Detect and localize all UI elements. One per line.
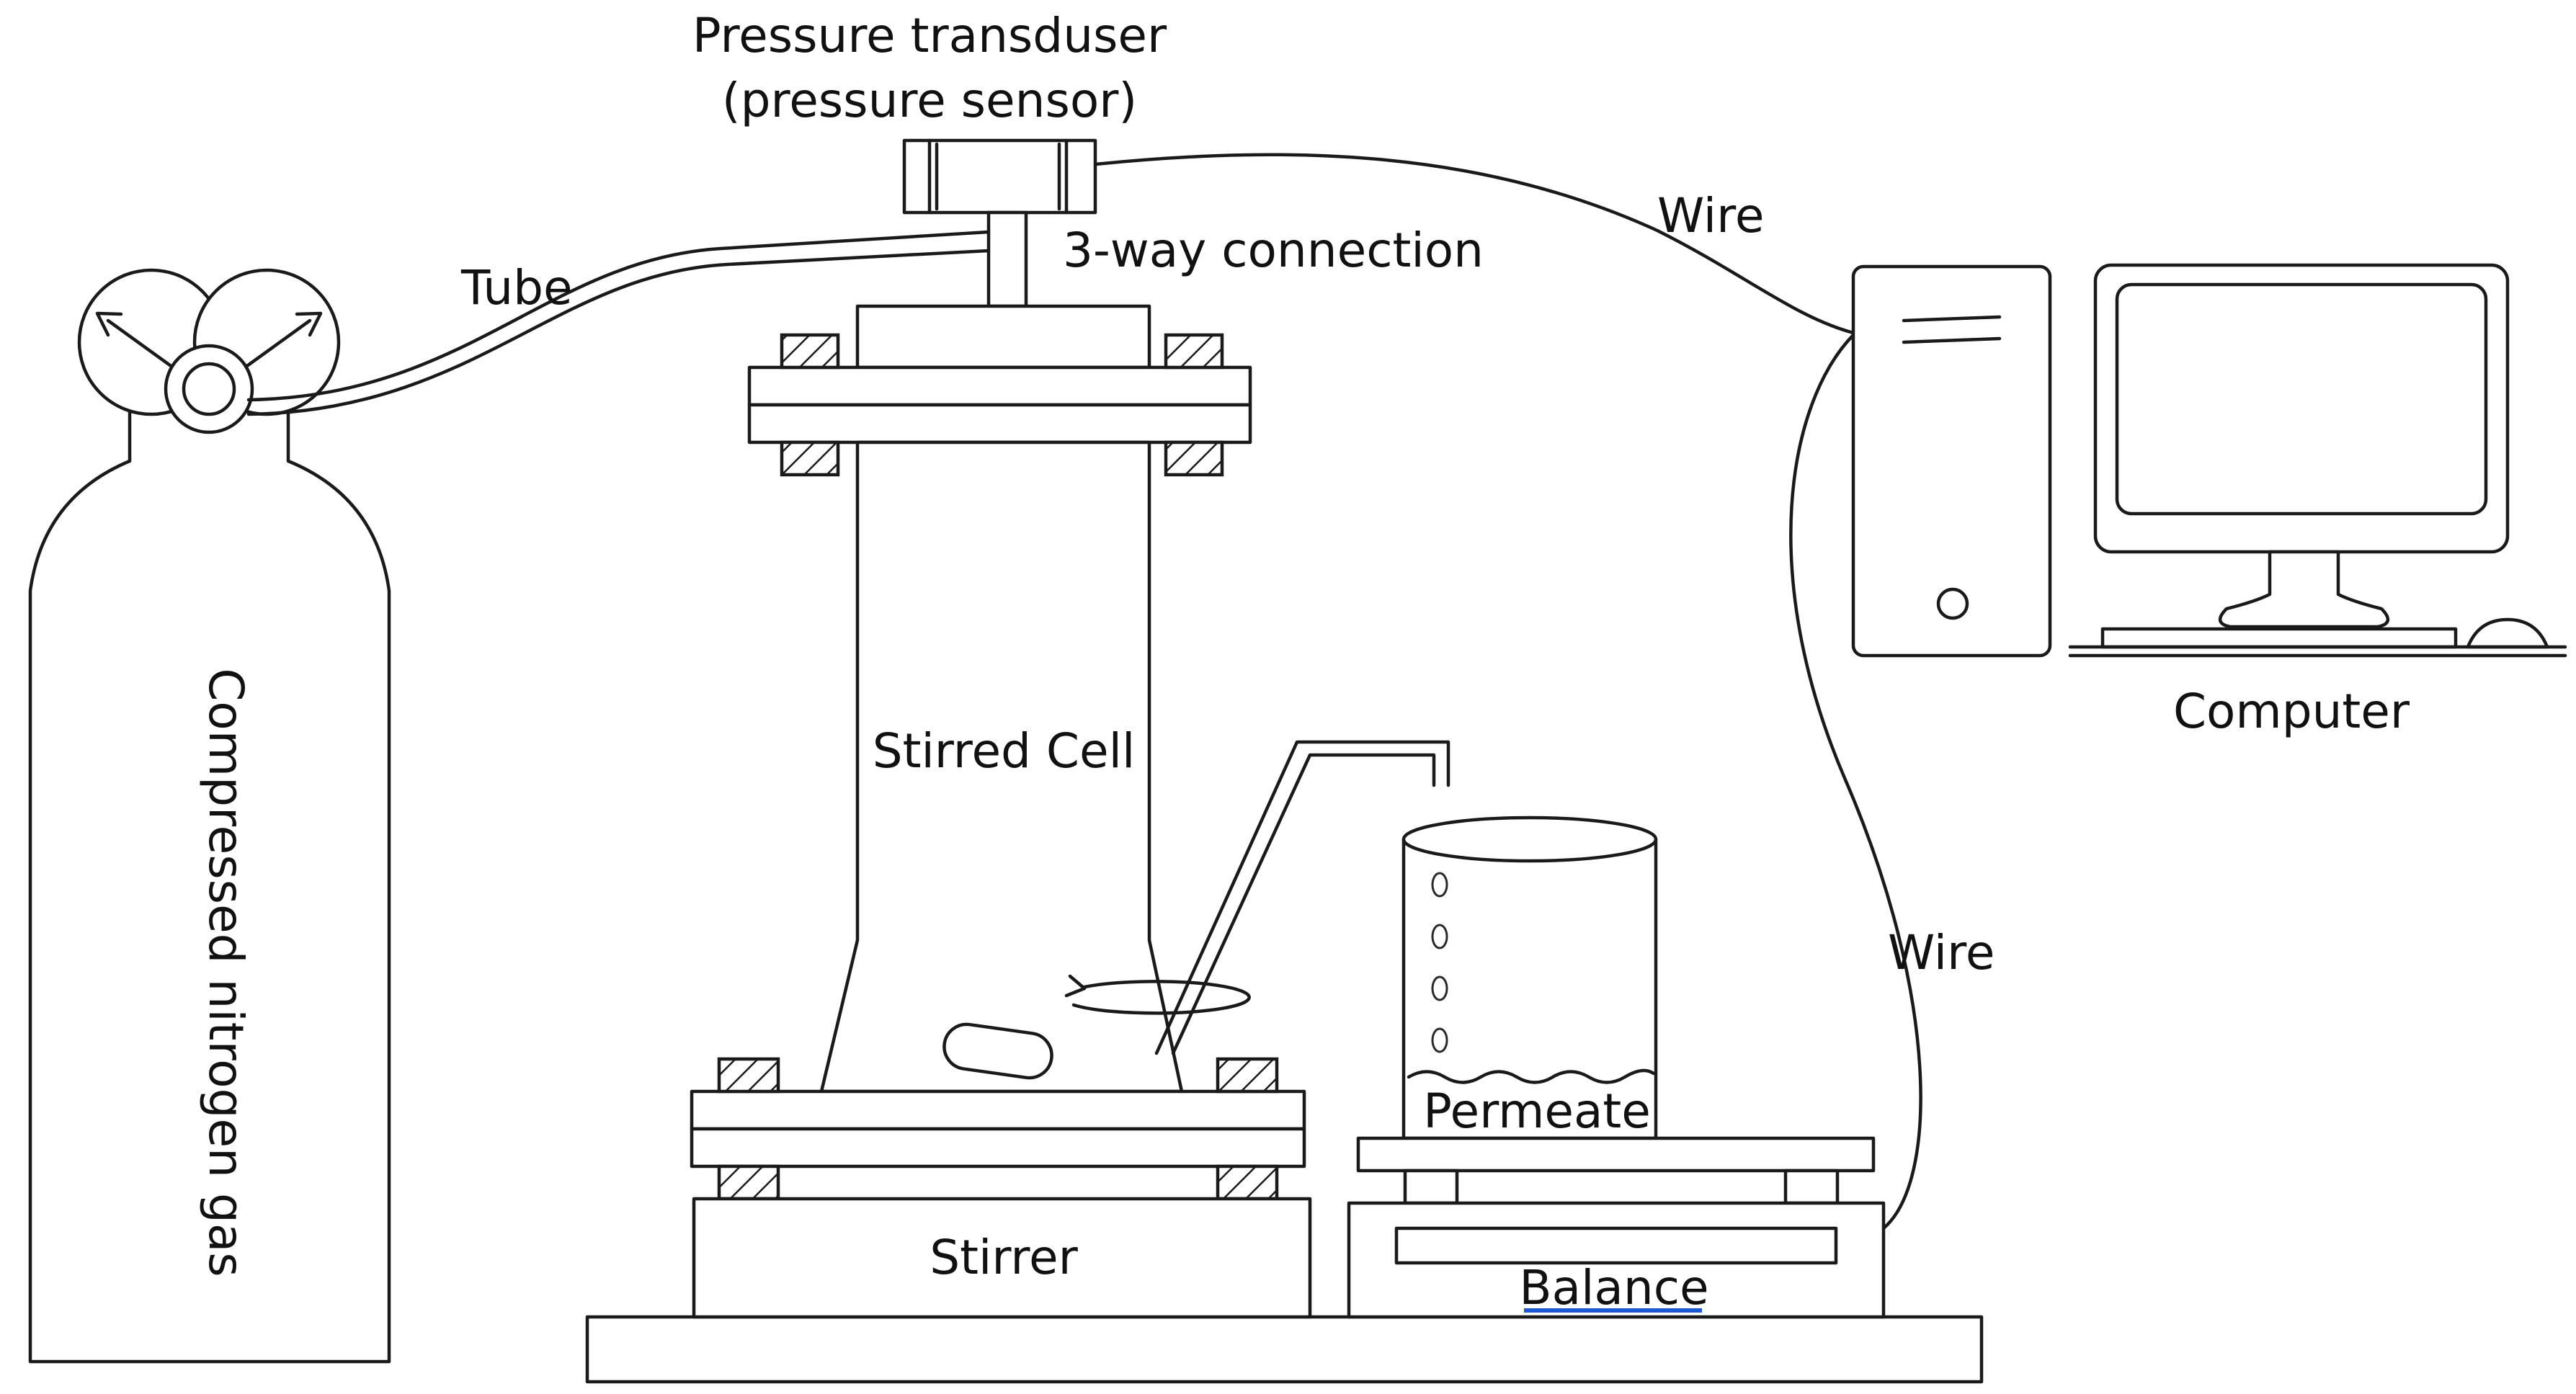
gas-tube xyxy=(246,230,991,416)
label-compressed-nitrogen-gas: Compressed nitrogen gas xyxy=(198,668,254,1277)
label-computer: Computer xyxy=(2173,684,2410,739)
wire-balance-to-computer xyxy=(1789,333,1922,1230)
stirrer-block xyxy=(692,1197,1312,1319)
label-balance: Balance xyxy=(1519,1260,1708,1315)
gas-cylinder xyxy=(28,268,391,1364)
keyboard xyxy=(2100,627,2458,649)
label-wire-right: Wire xyxy=(1888,925,1995,980)
stirred-cell xyxy=(690,304,1306,1201)
label-permeate: Permeate xyxy=(1423,1084,1651,1139)
base-platform xyxy=(585,1315,1984,1384)
label-pressure-transducer-line1: Pressure transduser xyxy=(692,8,1167,63)
label-tube: Tube xyxy=(460,260,573,316)
wire-sensor-to-computer xyxy=(1093,153,1855,335)
balance xyxy=(1347,1136,1886,1319)
monitor-screen xyxy=(2115,282,2488,516)
label-stirrer: Stirrer xyxy=(930,1230,1078,1285)
permeate-outlet-tube xyxy=(1154,740,1450,1055)
stir-bar xyxy=(942,1022,1053,1080)
valve-inner xyxy=(182,362,236,416)
label-stirred-cell: Stirred Cell xyxy=(873,723,1136,779)
computer xyxy=(1851,263,2567,658)
balance-display xyxy=(1394,1226,1838,1265)
monitor-stand xyxy=(2219,550,2389,629)
label-three-way-connection: 3-way connection xyxy=(1063,223,1484,278)
pressure-transducer xyxy=(902,138,1097,215)
computer-tower xyxy=(1851,264,2052,658)
label-wire-top: Wire xyxy=(1657,188,1764,243)
label-pressure-transducer-line2: (pressure sensor) xyxy=(722,73,1137,128)
permeate-beaker xyxy=(1401,816,1658,1140)
mouse xyxy=(2466,617,2549,649)
three-way-connection xyxy=(986,210,1028,308)
